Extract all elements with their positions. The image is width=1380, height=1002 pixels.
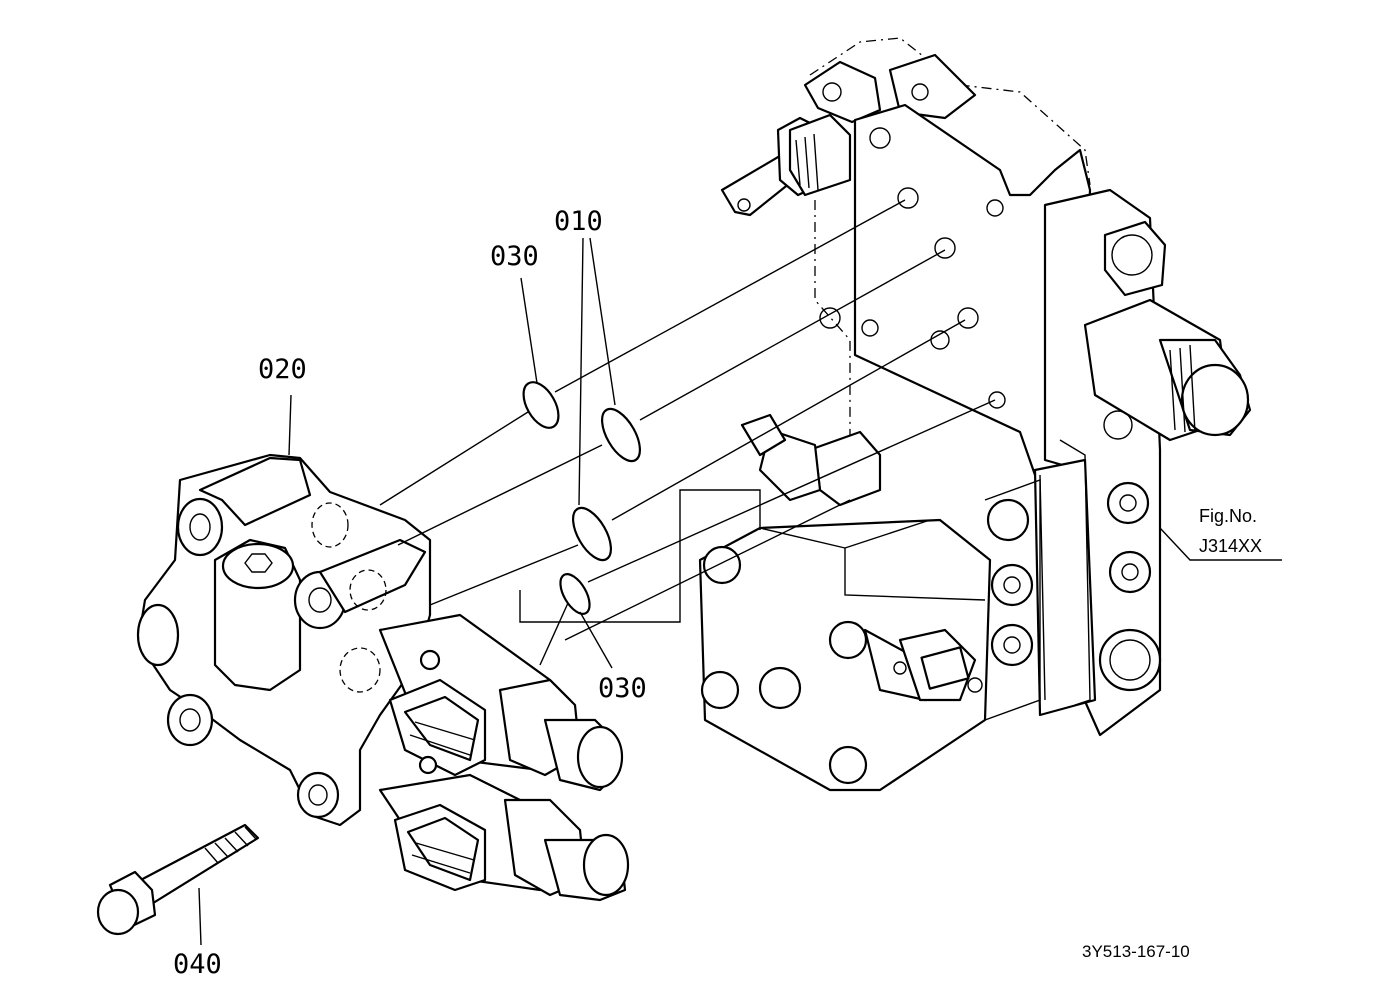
leader-030-upper — [520, 277, 538, 384]
leader-lines — [198, 237, 1282, 946]
solenoid-valve-assembly — [136, 453, 630, 902]
callout-030-upper: 030 — [490, 241, 539, 272]
callout-030-lower: 030 — [598, 673, 647, 704]
bolt-part — [96, 823, 260, 936]
drawing-code: 3Y513-167-10 — [1082, 942, 1190, 961]
leader-fig-ref — [1159, 527, 1282, 561]
leader-010-upper — [589, 237, 616, 406]
leader-040 — [198, 887, 202, 946]
assembly-guide-lines — [379, 199, 996, 666]
leader-030-lower — [579, 611, 613, 669]
fig-ref-line2: J314XX — [1199, 536, 1262, 556]
o-ring-010-lower — [571, 506, 613, 562]
leader-010-lower — [578, 237, 584, 506]
callout-020: 020 — [258, 354, 307, 385]
o-ring-030-upper — [522, 381, 560, 429]
fig-ref-line1: Fig.No. — [1199, 506, 1257, 526]
valve-housing — [519, 37, 1252, 792]
o-ring-010-upper — [600, 407, 642, 463]
o-ring-030-lower — [559, 573, 591, 615]
o-rings — [522, 381, 642, 615]
leader-020 — [288, 394, 292, 456]
callout-040: 040 — [173, 949, 222, 980]
callout-010: 010 — [554, 206, 603, 237]
